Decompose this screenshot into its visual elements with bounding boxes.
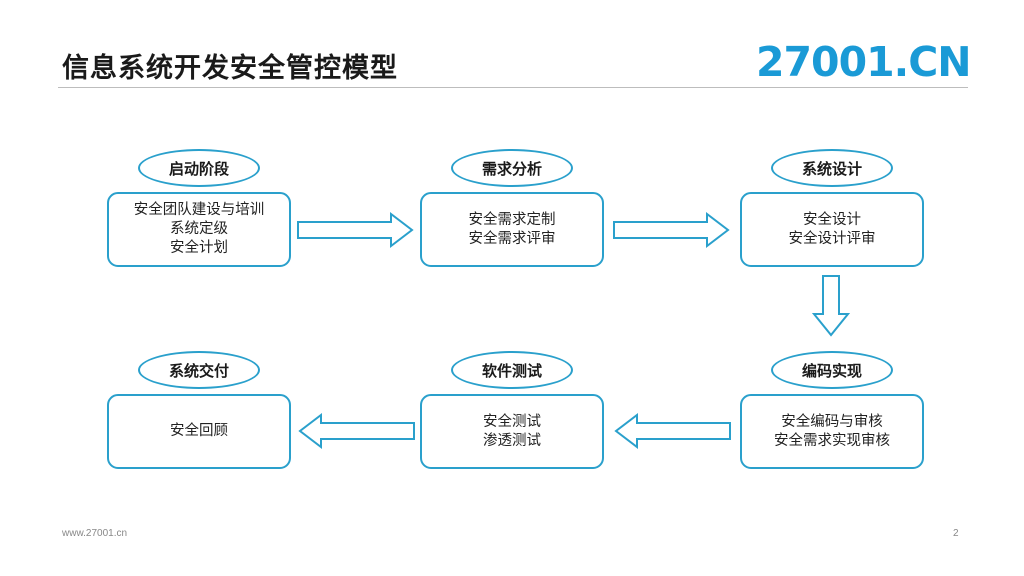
stage-item: 渗透测试	[483, 432, 541, 449]
stage-box-startup: 安全团队建设与培训 系统定级 安全计划	[107, 192, 291, 267]
stage-item: 安全编码与审核	[781, 413, 883, 430]
stage-box-testing: 安全测试 渗透测试	[420, 394, 604, 469]
title-divider	[58, 87, 968, 88]
stage-box-coding: 安全编码与审核 安全需求实现审核	[740, 394, 924, 469]
stage-label-design: 系统设计	[771, 149, 893, 187]
arrow-down-icon	[812, 275, 850, 337]
stage-item: 安全计划	[170, 240, 228, 256]
stage-item: 安全设计评审	[788, 230, 876, 247]
stage-label-requirements: 需求分析	[451, 149, 573, 187]
stage-item: 安全团队建设与培训	[133, 202, 265, 218]
stage-item: 系统定级	[170, 221, 228, 237]
stage-label-testing: 软件测试	[451, 351, 573, 389]
brand-logo: 27001.CN	[756, 38, 972, 86]
footer-url: www.27001.cn	[62, 528, 128, 539]
page-title: 信息系统开发安全管控模型	[62, 53, 398, 84]
arrow-right-icon	[297, 212, 414, 248]
arrow-right-icon	[613, 212, 730, 248]
arrow-left-icon	[298, 413, 415, 449]
stage-item: 安全测试	[483, 413, 541, 430]
arrow-left-icon	[614, 413, 731, 449]
stage-box-delivery: 安全回顾	[107, 394, 291, 469]
stage-label-startup: 启动阶段	[138, 149, 260, 187]
stage-label-coding: 编码实现	[771, 351, 893, 389]
page-number: 2	[953, 528, 959, 539]
stage-item: 安全需求实现审核	[774, 432, 890, 449]
stage-box-design: 安全设计 安全设计评审	[740, 192, 924, 267]
stage-item: 安全需求定制	[468, 211, 556, 228]
stage-label-delivery: 系统交付	[138, 351, 260, 389]
stage-item: 安全需求评审	[468, 230, 556, 247]
stage-box-requirements: 安全需求定制 安全需求评审	[420, 192, 604, 267]
stage-item: 安全设计	[803, 211, 861, 228]
stage-item: 安全回顾	[170, 423, 228, 439]
